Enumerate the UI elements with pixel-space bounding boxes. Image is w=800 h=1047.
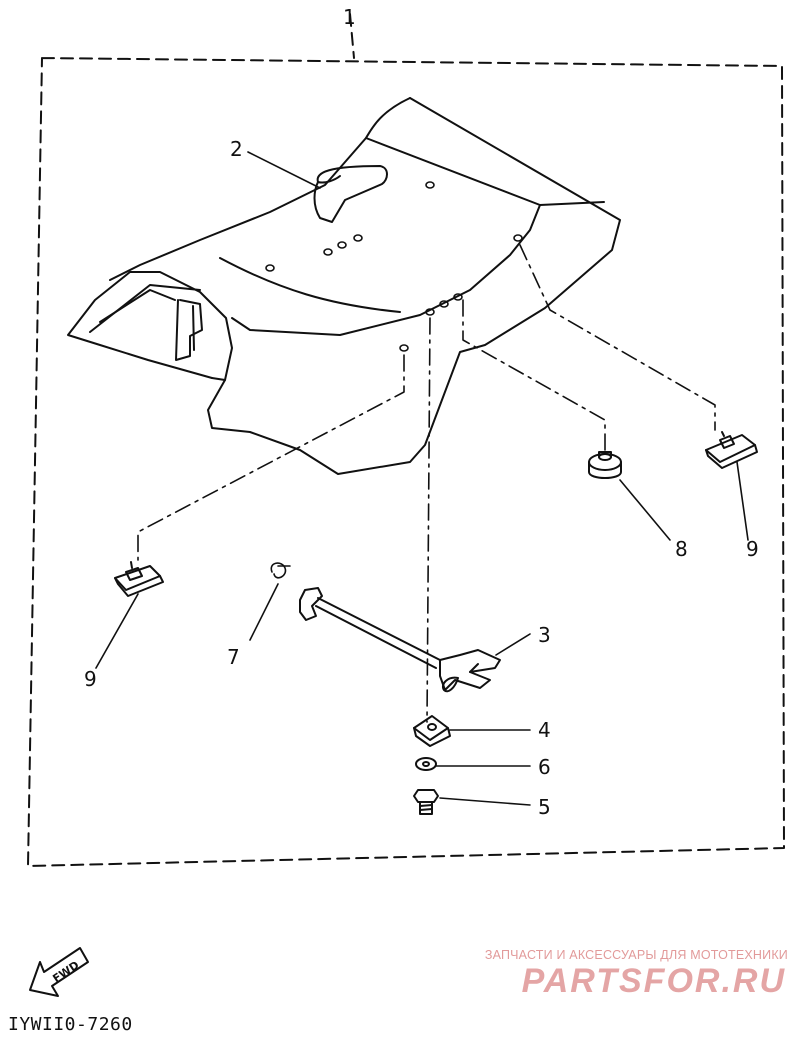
callout-9-left: 9 xyxy=(84,667,97,691)
callout-7: 7 xyxy=(227,645,240,669)
fwd-arrow-icon xyxy=(29,947,89,997)
clip-nut-right xyxy=(705,431,758,469)
lock-rod xyxy=(299,587,501,693)
bracket-plate xyxy=(413,715,451,747)
seat-assembly xyxy=(67,97,621,475)
callout-4: 4 xyxy=(538,718,551,742)
assembly-lines xyxy=(137,244,716,723)
callout-1: 1 xyxy=(343,5,356,29)
clip-nut-left xyxy=(114,561,164,597)
seat-top-curve xyxy=(109,97,411,281)
seat-outline xyxy=(67,97,621,475)
seat-front-fold-inner xyxy=(99,289,176,323)
leader-lines xyxy=(95,151,749,806)
watermark-tagline: ЗАПЧАСТИ И АКСЕССУАРЫ ДЛЯ МОТОТЕХНИКИ xyxy=(484,948,788,962)
seat-hook-slot xyxy=(192,305,195,351)
seat-holes xyxy=(265,181,523,352)
callout-2: 2 xyxy=(230,137,243,161)
bolt xyxy=(413,789,439,815)
seat-rear-edge xyxy=(231,204,541,336)
seat-top-edge xyxy=(365,137,605,206)
fwd-label: FWD xyxy=(50,959,81,986)
damper-grommet xyxy=(588,451,622,479)
diagram-reference-code: IYWII0-7260 xyxy=(8,1014,133,1035)
seat-lower-edge xyxy=(211,377,226,381)
callout-8: 8 xyxy=(675,537,688,561)
grab-strap xyxy=(313,165,388,223)
seat-side-seam xyxy=(219,257,401,313)
callout-6: 6 xyxy=(538,755,551,779)
seat-hook xyxy=(175,299,203,361)
callout-numbers: 1 2 3 4 5 6 7 8 9 9 FWD xyxy=(50,5,758,985)
callout-5: 5 xyxy=(538,795,551,819)
callout-9-right: 9 xyxy=(746,537,759,561)
assembly-boundary xyxy=(27,13,785,867)
spring-clip xyxy=(270,562,291,579)
washer xyxy=(415,757,437,771)
callout-3: 3 xyxy=(538,623,551,647)
watermark-logo: PARTSFOR.RU xyxy=(521,962,786,1000)
